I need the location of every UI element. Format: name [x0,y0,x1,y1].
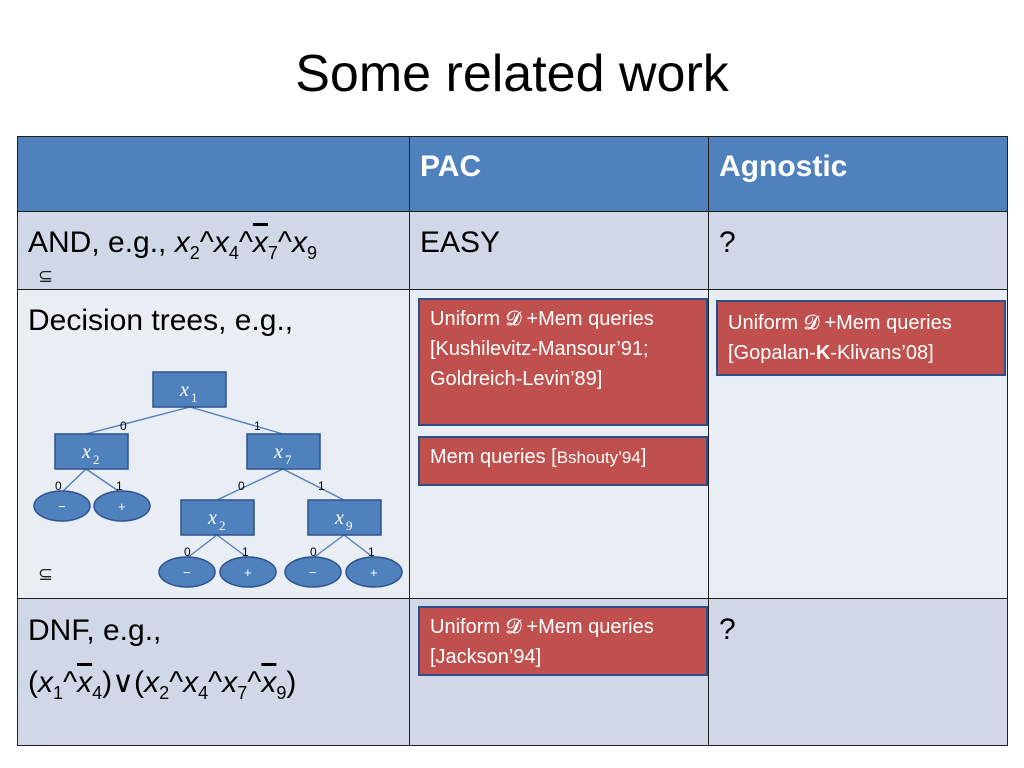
header-cell-agnostic: Agnostic [708,136,1008,212]
dt-agnostic-box: Uniform 𝓓 +Mem queries [Gopalan-K-Klivan… [716,300,1006,376]
table-header-row: PAC Agnostic [17,136,1008,212]
subset-symbol-1: ⊆ [38,266,54,286]
header-cell-pac: PAC [409,136,709,212]
dt-pac-uniform-box: Uniform 𝓓 +Mem queries [Kushilevitz-Mans… [418,298,708,426]
dnf-pac-box: Uniform 𝓓 +Mem queries [Jackson’94] [418,606,708,676]
row-label-decision-trees: Decision trees, e.g., [17,289,410,599]
row-label-dnf: DNF, e.g., (x1^x4)∨(x2^x4^x7^x9) [17,598,410,746]
dt-pac-bshouty-box: Mem queries [Bshouty’94] [418,436,708,486]
header-cell-empty [17,136,410,212]
table-row-and: AND, e.g., x2^x4^x7^x9 EASY ? [17,211,1008,290]
dnf-agnostic-cell: ? [708,598,1008,746]
and-agnostic-cell: ? [708,211,1008,290]
slide-title: Some related work [295,45,729,103]
and-pac-cell: EASY [409,211,709,290]
row-label-and: AND, e.g., x2^x4^x7^x9 [17,211,410,290]
subset-symbol-2: ⊆ [38,564,54,584]
